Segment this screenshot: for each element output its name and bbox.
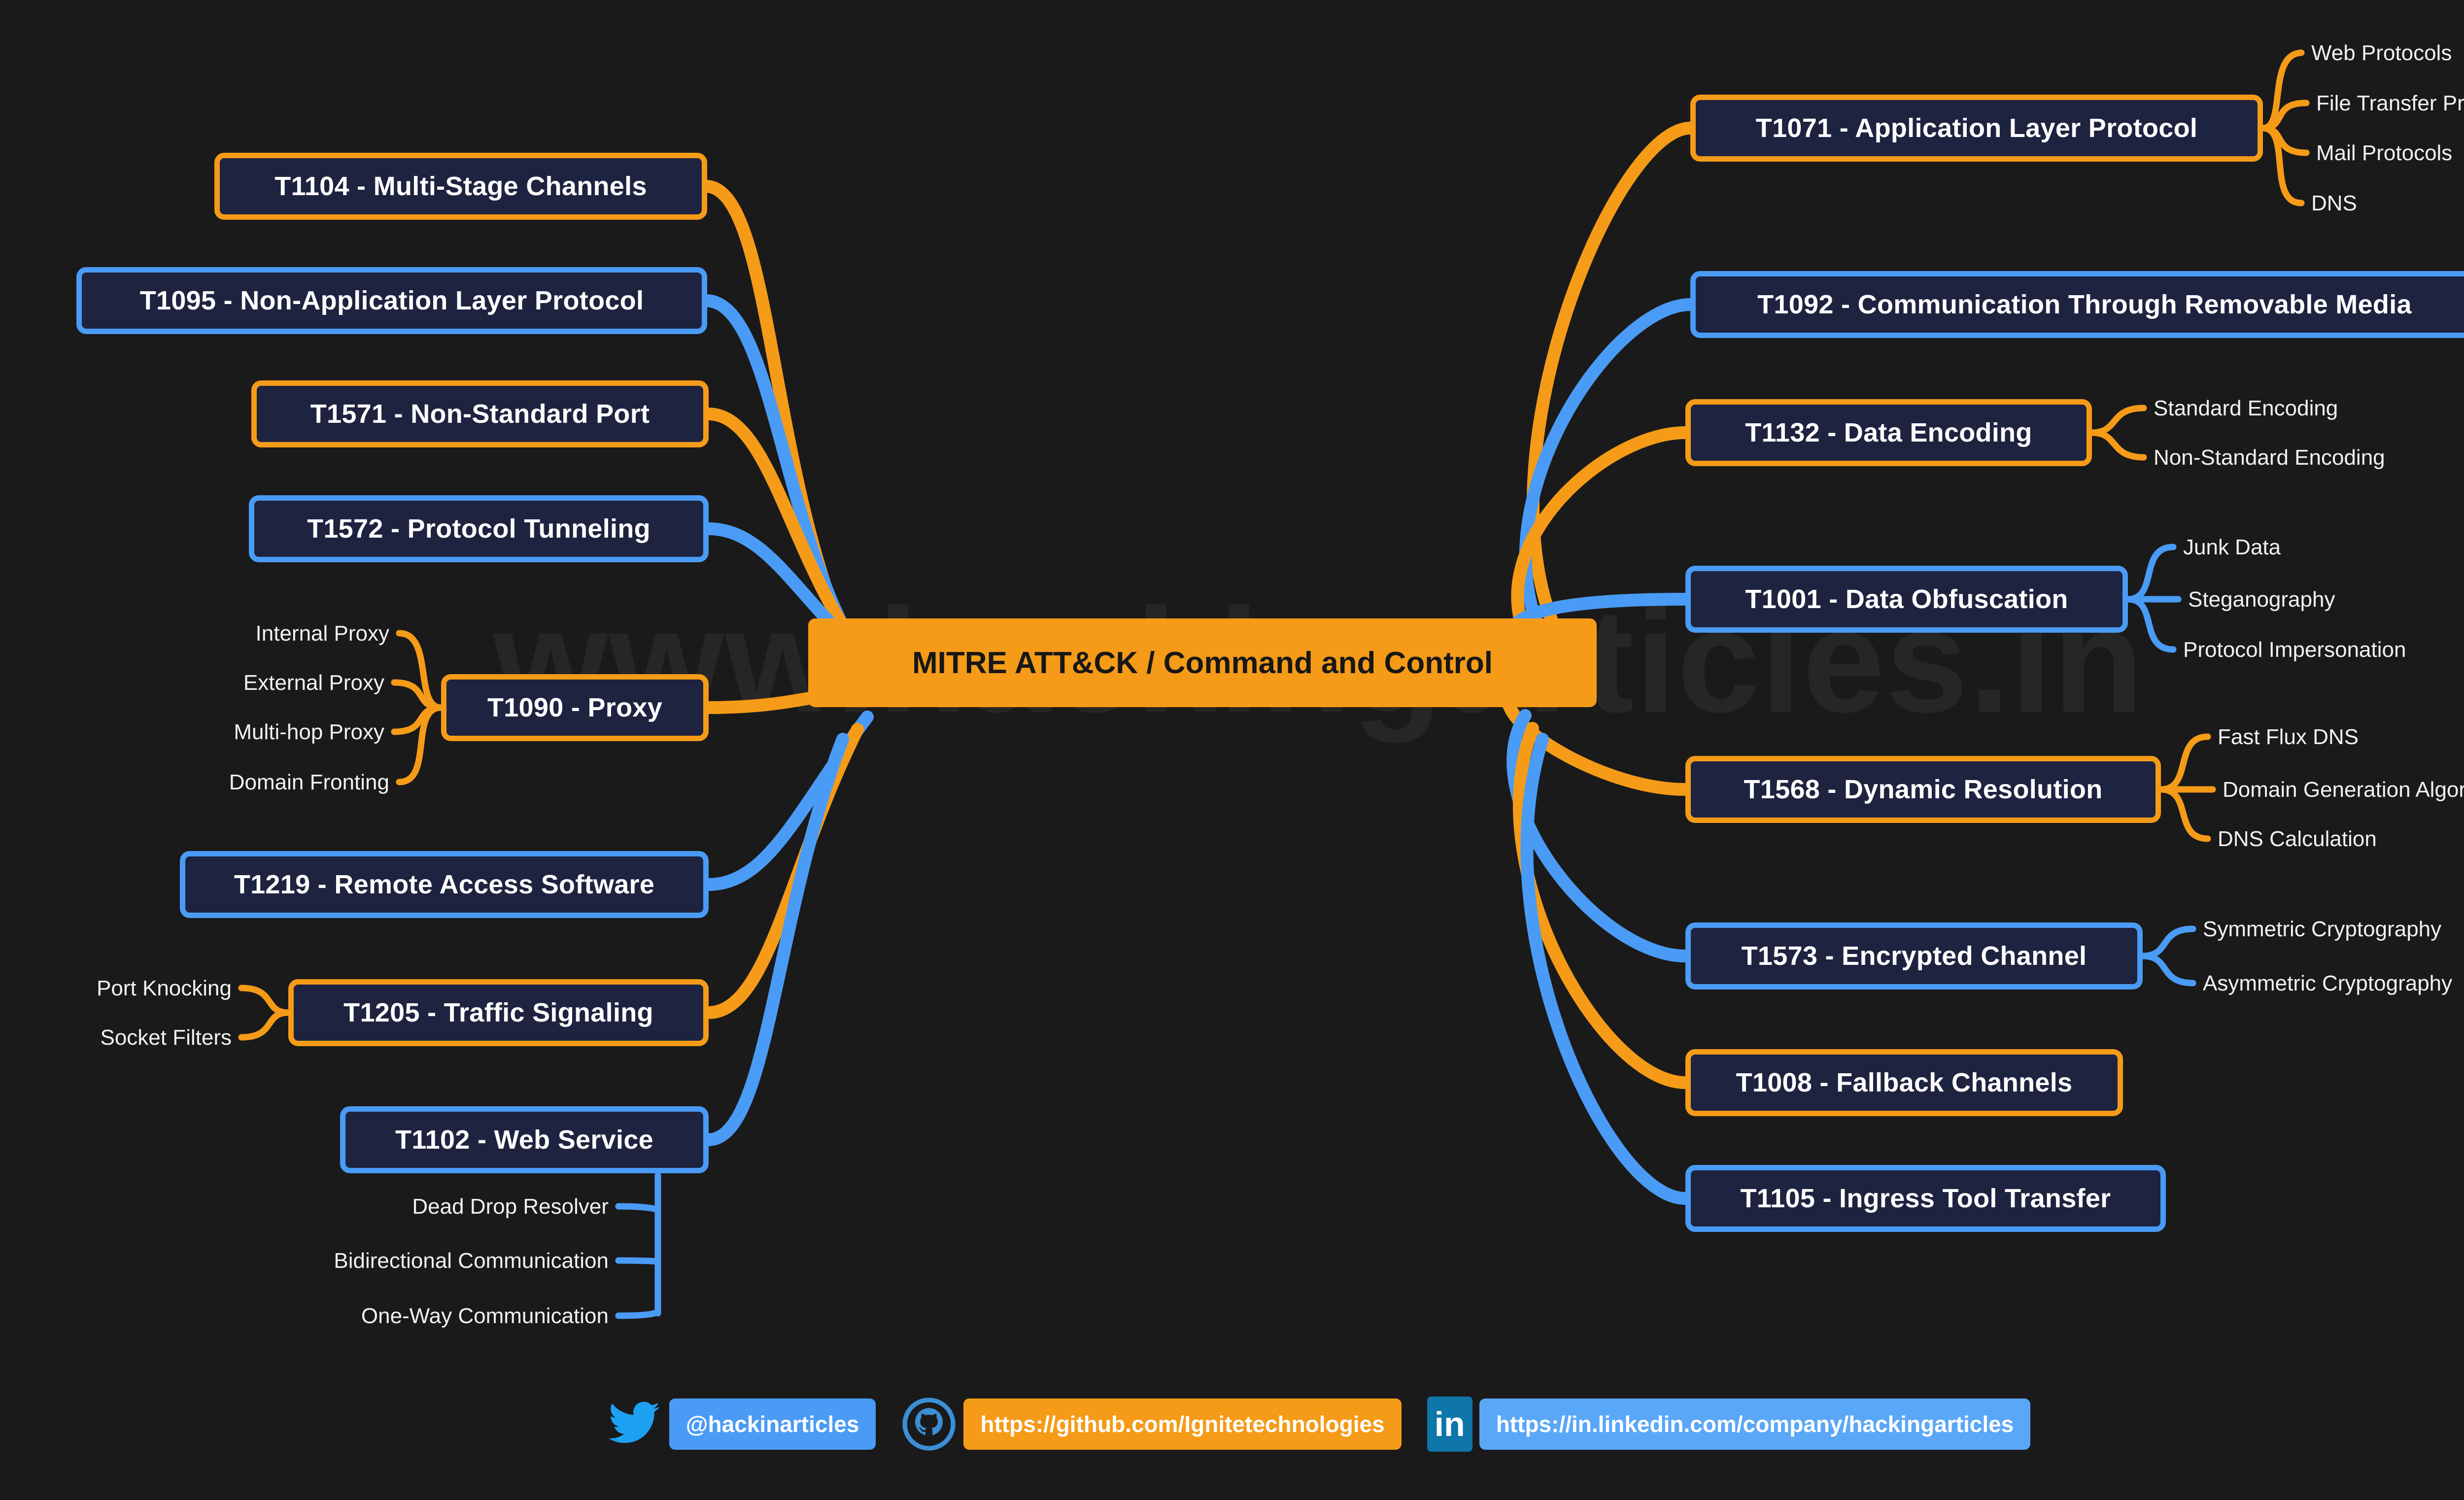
leaf-internal-proxy[interactable]: Internal Proxy [255, 621, 389, 646]
node-t1095[interactable]: T1095 - Non-Application Layer Protocol [76, 267, 707, 334]
leaf-symmetric-cryptography[interactable]: Symmetric Cryptography [2203, 917, 2442, 941]
github-url-pill[interactable]: https://github.com/Ignitetechnologies [963, 1398, 1402, 1450]
leaf-standard-encoding[interactable]: Standard Encoding [2154, 396, 2338, 420]
node-t1071[interactable]: T1071 - Application Layer Protocol [1690, 95, 2263, 162]
leaf-domain-generation-algorithms[interactable]: Domain Generation Algorithms [2223, 778, 2464, 802]
leaf-domain-fronting[interactable]: Domain Fronting [229, 770, 389, 794]
node-t1571[interactable]: T1571 - Non-Standard Port [251, 380, 709, 447]
node-t1132[interactable]: T1132 - Data Encoding [1685, 399, 2092, 466]
node-t1568[interactable]: T1568 - Dynamic Resolution [1685, 756, 2161, 823]
node-t1105[interactable]: T1105 - Ingress Tool Transfer [1685, 1165, 2166, 1232]
leaf-port-knocking[interactable]: Port Knocking [97, 976, 232, 1000]
linkedin-in-icon: in [1427, 1397, 1472, 1452]
node-t1205[interactable]: T1205 - Traffic Signaling [288, 979, 709, 1046]
node-t1573[interactable]: T1573 - Encrypted Channel [1685, 922, 2143, 989]
github-social[interactable]: https://github.com/Ignitetechnologies [901, 1397, 1402, 1452]
leaf-steganography[interactable]: Steganography [2188, 587, 2335, 612]
node-t1219[interactable]: T1219 - Remote Access Software [180, 851, 709, 918]
leaf-mail-protocols[interactable]: Mail Protocols [2316, 141, 2453, 165]
node-t1001[interactable]: T1001 - Data Obfuscation [1685, 566, 2128, 633]
leaf-bidirectional-communication[interactable]: Bidirectional Communication [334, 1249, 609, 1273]
center-node[interactable]: MITRE ATT&CK / Command and Control [808, 618, 1597, 707]
leaf-fast-flux-dns[interactable]: Fast Flux DNS [2218, 725, 2359, 749]
github-octocat-icon [901, 1397, 957, 1452]
leaf-multi-hop-proxy[interactable]: Multi-hop Proxy [234, 720, 384, 744]
node-t1008[interactable]: T1008 - Fallback Channels [1685, 1049, 2123, 1116]
twitter-social[interactable]: @hackinarticles [607, 1397, 876, 1452]
node-t1090[interactable]: T1090 - Proxy [441, 674, 709, 741]
node-t1572[interactable]: T1572 - Protocol Tunneling [249, 495, 709, 562]
leaf-junk-data[interactable]: Junk Data [2183, 535, 2281, 559]
leaf-dns-calculation[interactable]: DNS Calculation [2218, 827, 2377, 851]
node-t1102[interactable]: T1102 - Web Service [340, 1106, 709, 1173]
twitter-bird-icon [607, 1397, 662, 1452]
leaf-external-proxy[interactable]: External Proxy [243, 671, 384, 695]
leaf-web-protocols[interactable]: Web Protocols [2311, 41, 2452, 65]
leaf-protocol-impersonation[interactable]: Protocol Impersonation [2183, 638, 2406, 662]
leaf-one-way-communication[interactable]: One-Way Communication [361, 1304, 609, 1328]
twitter-handle-pill[interactable]: @hackinarticles [669, 1398, 876, 1450]
leaf-asymmetric-cryptography[interactable]: Asymmetric Cryptography [2203, 971, 2453, 995]
node-t1104[interactable]: T1104 - Multi-Stage Channels [214, 153, 707, 220]
linkedin-url-pill[interactable]: https://in.linkedin.com/company/hackinga… [1479, 1398, 2031, 1450]
linkedin-social[interactable]: in https://in.linkedin.com/company/hacki… [1427, 1397, 2031, 1452]
node-t1092[interactable]: T1092 - Communication Through Removable … [1690, 271, 2464, 338]
leaf-dead-drop-resolver[interactable]: Dead Drop Resolver [412, 1194, 609, 1219]
social-footer: @hackinarticles https://github.com/Ignit… [0, 1387, 2464, 1461]
leaf-non-standard-encoding[interactable]: Non-Standard Encoding [2154, 445, 2385, 470]
leaf-dns[interactable]: DNS [2311, 191, 2357, 215]
leaf-socket-filters[interactable]: Socket Filters [100, 1025, 232, 1050]
leaf-file-transfer-protocols[interactable]: File Transfer Protocols [2316, 91, 2464, 115]
